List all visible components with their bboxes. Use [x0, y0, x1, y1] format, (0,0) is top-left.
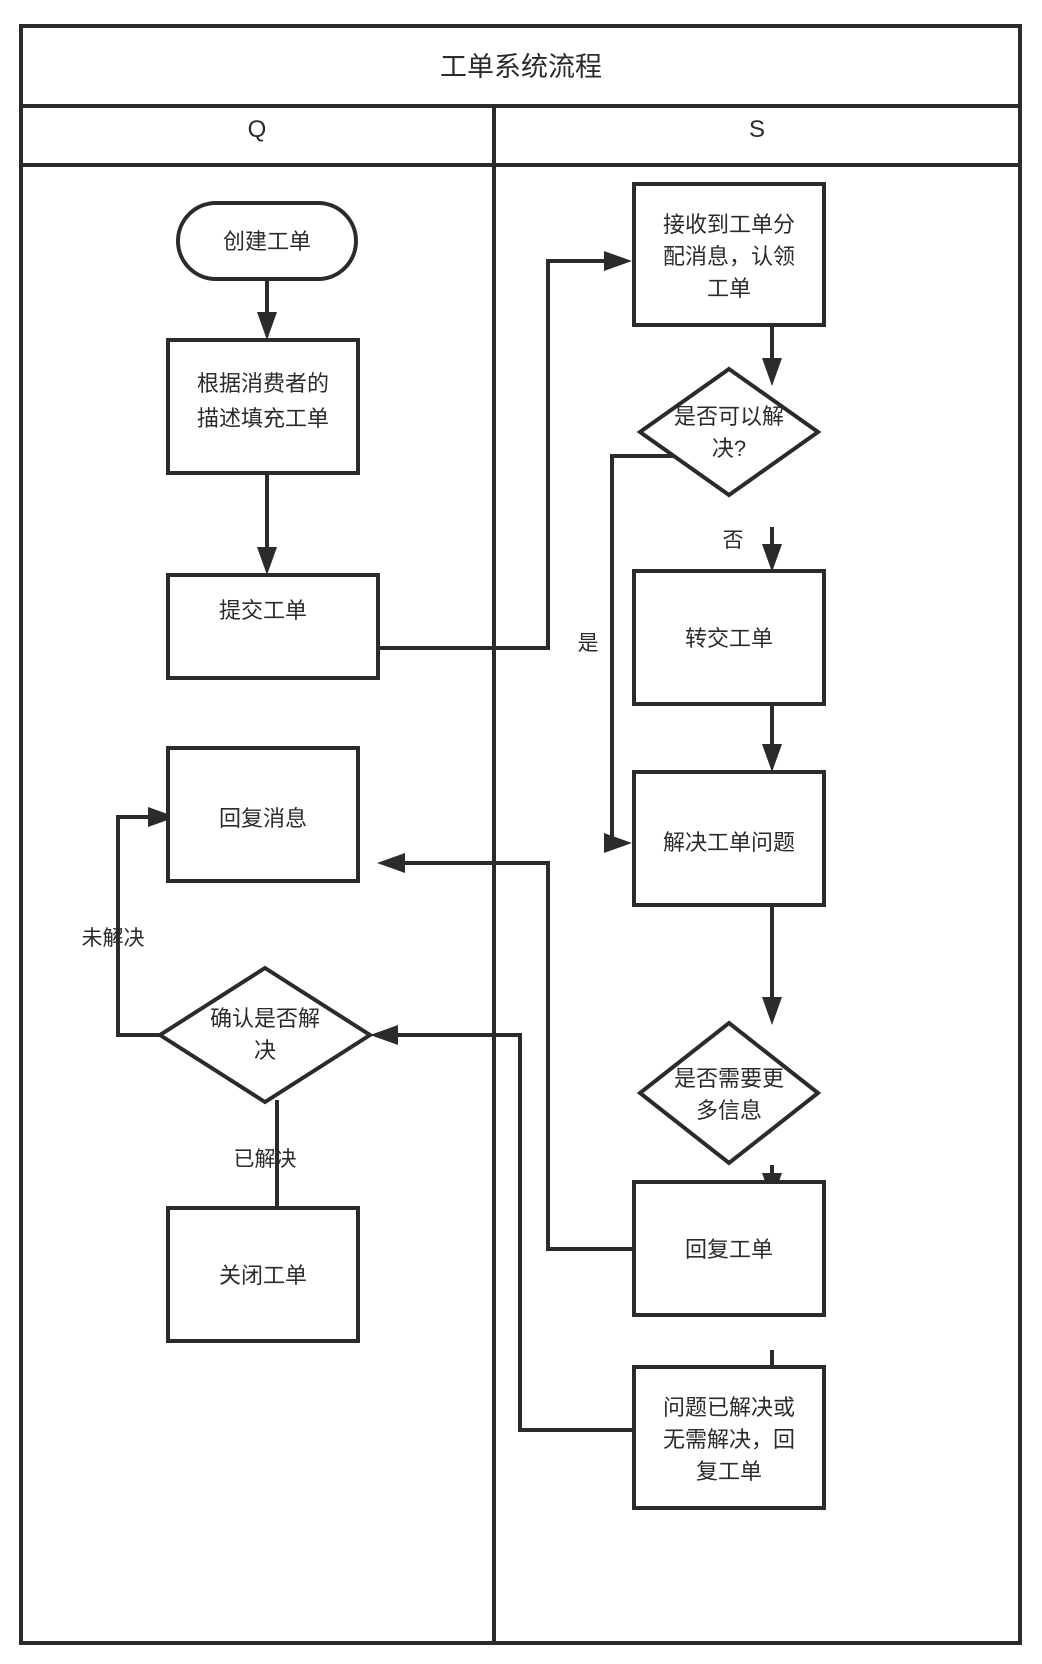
node-solve-problem-label: 解决工单问题 [663, 830, 795, 855]
node-fill-ticket-label-line1: 根据消费者的 [197, 371, 329, 396]
node-reply-ticket-shape[interactable] [632, 1180, 826, 1317]
swimlane-frame [19, 24, 1022, 1645]
node-solve-problem[interactable]: 解决工单问题 [632, 770, 826, 907]
node-close-ticket[interactable]: 关闭工单 [166, 1206, 360, 1343]
node-fill-ticket-label-line2: 描述填充工单 [197, 406, 329, 431]
edge-unresolved-to-reply-message [116, 815, 187, 1037]
node-receive-assign-label-line3: 工单 [707, 276, 751, 301]
arrow-canresolve-yes-to-solve [604, 833, 632, 853]
node-problem-closed-reply-label-line2: 无需解决，回 [663, 1427, 795, 1452]
node-layer: 创建工单 根据消费者的 描述填充工单 提交工单 回复消息 确认是否解 [156, 182, 826, 1510]
node-need-more-info-shape[interactable] [636, 1020, 822, 1166]
arrow-create-to-fill [257, 312, 277, 340]
node-create-ticket-shape[interactable] [176, 201, 358, 281]
arrow-final-to-confirm [370, 1025, 398, 1045]
node-confirm-resolved-shape[interactable] [156, 965, 374, 1105]
node-create-ticket-label: 创建工单 [223, 229, 311, 254]
arrow-unresolved-to-reply-message [148, 807, 176, 827]
node-submit-ticket[interactable]: 提交工单 [166, 573, 380, 680]
edge-label-unresolved: 未解决 [82, 927, 145, 950]
node-confirm-resolved-label-line1: 确认是否解 [210, 1006, 320, 1031]
node-need-more-info[interactable]: 是否需要更 多信息 [636, 1020, 822, 1166]
lane-header-q: Q [248, 116, 267, 143]
node-reply-ticket-label: 回复工单 [685, 1237, 773, 1262]
node-problem-closed-reply-label-line1: 问题已解决或 [663, 1395, 795, 1420]
node-close-ticket-shape[interactable] [166, 1206, 360, 1343]
arrow-submit-to-receive [604, 251, 632, 271]
node-receive-assign-shape[interactable] [632, 182, 826, 327]
node-problem-closed-reply-shape[interactable] [632, 1365, 826, 1510]
node-can-resolve-label-line2: 决? [712, 436, 746, 461]
edge-submit-to-receive [377, 259, 616, 650]
arrow-canresolve-no-to-transfer [762, 544, 782, 572]
node-reply-ticket[interactable]: 回复工单 [632, 1180, 826, 1317]
node-problem-closed-reply[interactable]: 问题已解决或 无需解决，回 复工单 [632, 1365, 826, 1510]
arrow-reply-ticket-to-reply-message [377, 853, 405, 873]
frame-outer-border [19, 24, 1022, 1645]
node-confirm-resolved[interactable]: 确认是否解 决 [156, 965, 374, 1105]
diagram-title: 工单系统流程 [440, 52, 602, 82]
node-can-resolve-shape[interactable] [636, 366, 822, 498]
node-reply-message-shape[interactable] [166, 746, 360, 883]
arrow-fill-to-submit [257, 547, 277, 575]
node-need-more-info-label-line1: 是否需要更 [674, 1066, 784, 1091]
node-transfer-ticket[interactable]: 转交工单 [632, 569, 826, 706]
node-need-more-info-label-line2: 多信息 [696, 1098, 762, 1123]
node-can-resolve[interactable]: 是否可以解 决? [636, 366, 822, 498]
node-receive-assign[interactable]: 接收到工单分 配消息，认领 工单 [632, 182, 826, 327]
node-fill-ticket-shape[interactable] [166, 338, 360, 475]
arrow-solve-to-needinfo [762, 997, 782, 1025]
node-fill-ticket[interactable]: 根据消费者的 描述填充工单 [166, 338, 360, 475]
node-can-resolve-label-line1: 是否可以解 [674, 404, 784, 429]
node-transfer-ticket-label: 转交工单 [685, 626, 773, 651]
node-transfer-ticket-shape[interactable] [632, 569, 826, 706]
arrow-receive-to-canresolve [762, 358, 782, 386]
node-problem-closed-reply-label-line3: 复工单 [696, 1459, 762, 1484]
node-reply-message[interactable]: 回复消息 [166, 746, 360, 883]
edge-label-canresolve-yes: 是 [578, 632, 599, 655]
node-reply-message-label: 回复消息 [219, 806, 307, 831]
edge-label-canresolve-no: 否 [723, 529, 744, 552]
node-submit-ticket-shape[interactable] [166, 573, 380, 680]
edge-final-to-confirm [388, 1033, 632, 1432]
edge-label-resolved: 已解决 [234, 1148, 297, 1171]
node-submit-ticket-label: 提交工单 [219, 598, 307, 623]
edge-layer [116, 251, 782, 1432]
node-solve-problem-shape[interactable] [632, 770, 826, 907]
arrow-transfer-to-solve [762, 744, 782, 772]
lane-header-s: S [749, 116, 765, 143]
edge-label-layer: 否 是 未解决 已解决 是 [82, 529, 744, 1171]
node-confirm-resolved-label-line2: 决 [254, 1038, 276, 1063]
edge-reply-ticket-to-reply-message [394, 861, 632, 1251]
node-close-ticket-label: 关闭工单 [219, 1263, 307, 1288]
node-create-ticket[interactable]: 创建工单 [176, 201, 358, 281]
node-receive-assign-label-line2: 配消息，认领 [663, 244, 795, 269]
node-receive-assign-label-line1: 接收到工单分 [663, 212, 795, 237]
